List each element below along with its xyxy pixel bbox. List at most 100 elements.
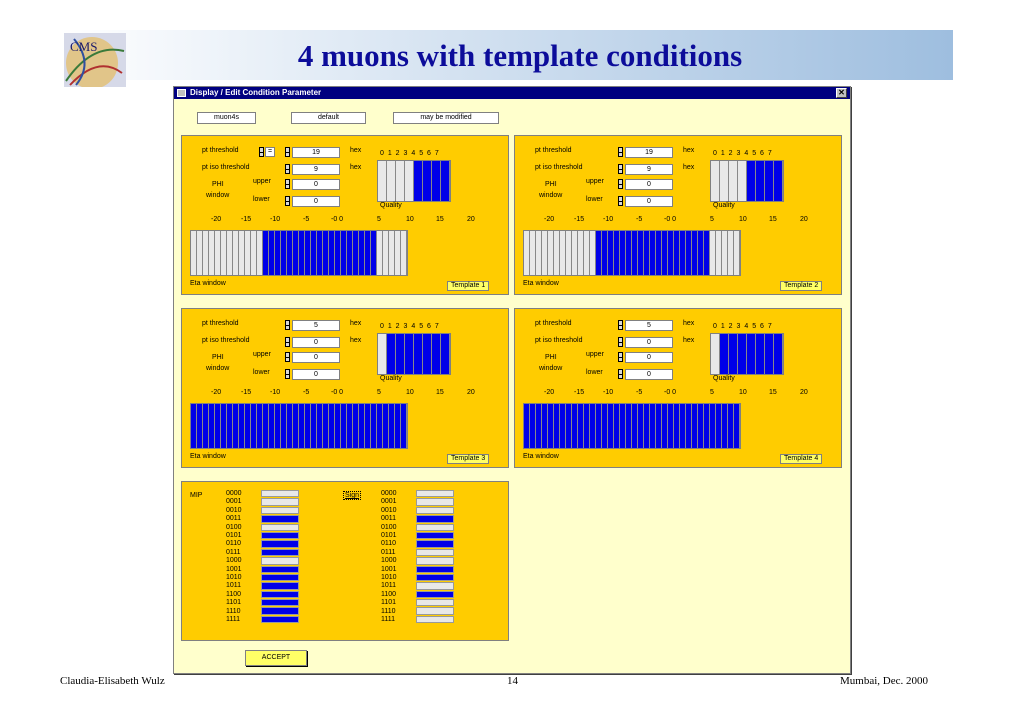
quality-bit-2[interactable] [396,161,404,201]
eta-bin[interactable] [269,231,274,275]
eta-bin[interactable] [632,404,637,448]
quality-bit-4[interactable] [414,334,422,374]
quality-bit-2[interactable] [729,161,737,201]
eta-bin[interactable] [620,231,625,275]
quality-bit-7[interactable] [774,161,782,201]
eta-bin[interactable] [530,404,535,448]
eta-bin[interactable] [293,231,298,275]
eta-bin[interactable] [383,404,388,448]
quality-bit-4[interactable] [747,161,755,201]
eta-bin[interactable] [578,231,583,275]
eta-bin[interactable] [680,404,685,448]
eta-bin[interactable] [233,404,238,448]
eta-bin[interactable] [704,231,709,275]
quality-bit-6[interactable] [432,334,440,374]
sign-bit-toggle[interactable] [416,615,454,624]
eta-bin[interactable] [524,231,529,275]
quality-bit-1[interactable] [387,161,395,201]
quality-bit-5[interactable] [423,161,431,201]
eta-bin[interactable] [287,231,292,275]
sign-bit-toggle[interactable] [416,540,454,548]
eta-bin[interactable] [353,231,358,275]
eta-bin[interactable] [317,231,322,275]
quality-bit-7[interactable] [774,334,782,374]
eta-bin[interactable] [542,231,547,275]
mip-bit-toggle[interactable] [261,590,299,599]
eta-bin[interactable] [227,404,232,448]
eta-bin[interactable] [614,231,619,275]
quality-bit-0[interactable] [378,334,386,374]
eta-bin[interactable] [608,404,613,448]
eta-bin[interactable] [377,404,382,448]
eq-spinner[interactable] [259,147,264,157]
pt-iso-threshold-input[interactable]: 9 [292,164,340,175]
eta-bin[interactable] [692,404,697,448]
eta-bin[interactable] [299,404,304,448]
eta-bin[interactable] [578,404,583,448]
condition-type-field[interactable]: default [291,112,366,124]
eta-bin[interactable] [305,231,310,275]
quality-bit-0[interactable] [378,161,386,201]
eta-bin[interactable] [548,231,553,275]
eta-bin[interactable] [704,404,709,448]
eta-bin[interactable] [299,231,304,275]
eta-bin[interactable] [548,404,553,448]
quality-selector[interactable] [710,333,784,375]
eta-bin[interactable] [668,231,673,275]
mip-bit-toggle[interactable] [261,540,299,548]
condition-name-field[interactable]: muon4s [197,112,256,124]
eta-window-selector[interactable] [523,403,741,449]
eta-bin[interactable] [554,231,559,275]
eta-bin[interactable] [245,231,250,275]
eta-bin[interactable] [209,404,214,448]
quality-bit-7[interactable] [441,161,449,201]
eta-bin[interactable] [590,404,595,448]
eta-bin[interactable] [347,404,352,448]
eta-bin[interactable] [311,404,316,448]
phi-upper-spinner[interactable] [285,352,290,362]
eta-bin[interactable] [728,231,733,275]
pt-threshold-input[interactable]: 5 [625,320,673,331]
mip-bit-toggle[interactable] [261,531,299,540]
pt-threshold-input[interactable]: 19 [625,147,673,158]
eta-bin[interactable] [353,404,358,448]
eta-bin[interactable] [662,404,667,448]
eta-bin[interactable] [536,404,541,448]
mip-bit-toggle[interactable] [261,565,299,573]
eta-bin[interactable] [221,231,226,275]
phi-upper-input[interactable]: 0 [292,352,340,363]
eta-bin[interactable] [572,404,577,448]
eta-bin[interactable] [608,231,613,275]
mip-bit-toggle[interactable] [261,615,299,624]
eta-bin[interactable] [389,231,394,275]
quality-bit-3[interactable] [405,161,413,201]
sign-bit-toggle[interactable] [416,548,454,557]
eta-bin[interactable] [365,231,370,275]
sign-bit-toggle[interactable] [416,498,454,506]
quality-bit-2[interactable] [396,334,404,374]
quality-bit-4[interactable] [414,161,422,201]
quality-bit-4[interactable] [747,334,755,374]
eta-bin[interactable] [257,404,262,448]
phi-lower-spinner[interactable] [285,369,290,379]
eta-bin[interactable] [263,231,268,275]
mip-bit-toggle[interactable] [261,498,299,506]
eta-bin[interactable] [584,231,589,275]
eta-bin[interactable] [692,231,697,275]
eta-bin[interactable] [203,231,208,275]
eta-bin[interactable] [215,231,220,275]
eta-bin[interactable] [191,404,196,448]
phi-upper-spinner[interactable] [618,179,623,189]
eta-bin[interactable] [674,231,679,275]
sign-bit-toggle[interactable] [416,573,454,582]
eta-bin[interactable] [638,231,643,275]
eta-bin[interactable] [323,231,328,275]
eta-bin[interactable] [542,404,547,448]
eta-bin[interactable] [626,404,631,448]
mip-bit-toggle[interactable] [261,515,299,523]
eta-window-selector[interactable] [523,230,741,276]
phi-upper-input[interactable]: 0 [625,179,673,190]
eta-bin[interactable] [662,231,667,275]
phi-lower-spinner[interactable] [618,196,623,206]
sign-bit-toggle[interactable] [416,590,454,599]
